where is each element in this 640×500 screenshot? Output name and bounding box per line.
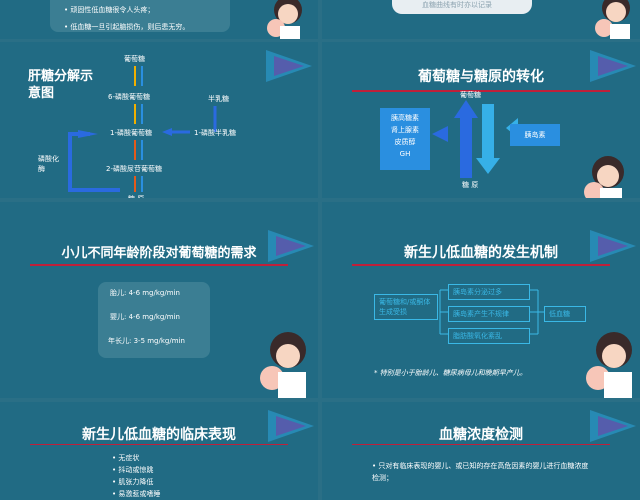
slide-title: 血糖浓度检测 <box>439 427 523 443</box>
cause-box: 葡萄糖和/或酮体生成受损 <box>374 294 438 320</box>
triangle-logo-icon <box>590 50 636 82</box>
symptom-1-text: 无症状 <box>118 454 140 462</box>
item-insulin-irregular: 胰岛素产生不规律 <box>448 306 530 322</box>
hormone-2: 肾上腺素 <box>391 126 419 134</box>
doctor-illustration <box>584 156 624 198</box>
symptom-2-text: 抖动或惊跳 <box>118 466 154 474</box>
footnote: * 特别是小于胎龄儿、糖尿病母儿和晚期早产儿。 <box>374 369 527 377</box>
item-insulin-excess: 胰岛素分泌过多 <box>448 284 530 300</box>
triangle-logo-icon <box>268 230 314 262</box>
result-hypoglycemia: 低血糖 <box>544 306 586 322</box>
hormones-box: 胰高糖素 肾上腺素 皮质醇 GH <box>380 108 430 170</box>
slide-7[interactable]: 血糖浓度检测 • 只对有临床表现的婴儿、或已知的存在高危因素的婴儿进行血糖浓度检… <box>322 402 640 500</box>
insulin-text: 胰岛素 <box>524 131 546 139</box>
node-galactose: 半乳糖 <box>208 95 229 103</box>
doctor-illustration <box>586 332 632 398</box>
row-infant: 婴儿: 4-6 mg/kg/min <box>110 313 180 321</box>
node-g6p: 6-磷酸葡萄糖 <box>108 93 150 101</box>
flow-arrows <box>68 66 217 192</box>
node-udpg: 2-磷酸尿苷葡萄糖 <box>106 165 162 173</box>
bullet-1-text: 顽固性低血糖很令人头疼； <box>70 6 155 14</box>
cause-text: 葡萄糖和/或酮体生成受损 <box>379 298 431 316</box>
conversion-arrows <box>432 100 532 178</box>
slide-title: 肝糖分解示意图 <box>28 68 98 102</box>
doctor-illustration <box>267 0 302 39</box>
slide-4[interactable]: 小儿不同年龄阶段对葡萄糖的需求 胎儿: 4-6 mg/kg/min 婴儿: 4-… <box>0 202 318 398</box>
slide-title: 新生儿低血糖的临床表现 <box>82 427 236 443</box>
triangle-logo-icon <box>268 410 314 442</box>
bullet-2-text: 低血糖一旦引起脑损伤，则后患无穷。 <box>70 23 190 31</box>
title-underline <box>30 444 288 445</box>
title-underline <box>352 90 610 92</box>
slide-0[interactable]: • 顽固性低血糖很令人头疼； • 低血糖一旦引起脑损伤，则后患无穷。 <box>0 0 318 39</box>
slide-1[interactable]: 血糖曲线有时亦以记录 <box>322 0 640 39</box>
node-gal1p: 1-磷酸半乳糖 <box>194 129 236 137</box>
bullet-2: • 低血糖一旦引起脑损伤，则后患无穷。 <box>64 23 190 31</box>
node-glucose: 葡萄糖 <box>124 55 145 63</box>
hormone-3: 皮质醇 <box>394 138 416 146</box>
note-text: 血糖曲线有时亦以记录 <box>422 1 492 9</box>
slide-5[interactable]: 新生儿低血糖的发生机制 葡萄糖和/或酮体生成受损 胰岛素分泌过多 胰岛素产生不规… <box>322 202 640 398</box>
hormone-1: 胰高糖素 <box>391 114 419 122</box>
symptom-4: • 易激惹或嗜睡 <box>112 490 161 498</box>
row-fetus: 胎儿: 4-6 mg/kg/min <box>110 289 180 297</box>
hormone-4: GH <box>399 150 411 158</box>
slide-3[interactable]: 葡萄糖与糖原的转化 葡萄糖 胰高糖素 肾上腺素 皮质醇 GH 胰岛素 糖 原 <box>322 42 640 198</box>
requirements-card <box>98 282 210 358</box>
slide-title-text: 肝糖分解示意图 <box>28 69 94 101</box>
slide-2[interactable]: 肝糖分解示意图 葡萄糖 6-磷酸葡萄糖 1-磷酸葡萄糖 2-磷酸尿 <box>0 42 318 198</box>
row-older-child: 年长儿: 3-5 mg/kg/min <box>108 337 185 345</box>
triangle-logo-icon <box>590 410 636 442</box>
title-underline <box>30 264 288 266</box>
triangle-logo-icon <box>590 230 636 262</box>
symptom-3: • 肌张力降低 <box>112 478 154 486</box>
note-card <box>392 0 532 14</box>
slide-title: 新生儿低血糖的发生机制 <box>404 245 558 261</box>
bullet-1: • 顽固性低血糖很令人头疼； <box>64 6 155 14</box>
insulin-box: 胰岛素 <box>510 124 560 146</box>
slide-title: 小儿不同年龄阶段对葡萄糖的需求 <box>61 246 257 261</box>
doctor-illustration <box>260 332 306 398</box>
slide-title: 葡萄糖与糖原的转化 <box>418 69 544 85</box>
symptom-1: • 无症状 <box>112 454 140 462</box>
item-fatty-acid: 脂肪酸氧化紊乱 <box>448 328 530 344</box>
node-glucose: 葡萄糖 <box>460 91 481 99</box>
mechanism-lines <box>439 289 544 335</box>
node-glycogen: 糖 原 <box>462 181 479 189</box>
title-underline <box>352 444 610 445</box>
triangle-logo-icon <box>266 50 312 82</box>
symptom-4-text: 易激惹或嗜睡 <box>118 490 161 498</box>
title-underline <box>352 264 610 266</box>
testing-bullet: • 只对有临床表现的婴儿、或已知的存在高危因素的婴儿进行血糖浓度检测； <box>372 462 589 482</box>
slide-6[interactable]: 新生儿低血糖的临床表现 • 无症状 • 抖动或惊跳 • 肌张力降低 • 易激惹或… <box>0 402 318 500</box>
symptom-list: • 无症状 • 抖动或惊跳 • 肌张力降低 • 易激惹或嗜睡 <box>112 452 160 500</box>
doctor-illustration <box>595 0 630 39</box>
symptom-3-text: 肌张力降低 <box>118 478 154 486</box>
testing-bullet-text: 只对有临床表现的婴儿、或已知的存在高危因素的婴儿进行血糖浓度检测； <box>372 462 589 482</box>
node-phosphorylase: 磷酸化酶 <box>38 155 59 173</box>
node-g1p: 1-磷酸葡萄糖 <box>110 129 152 137</box>
text-card <box>50 0 230 32</box>
symptom-2: • 抖动或惊跳 <box>112 466 154 474</box>
node-glycogen: 糖 原 <box>128 194 144 198</box>
